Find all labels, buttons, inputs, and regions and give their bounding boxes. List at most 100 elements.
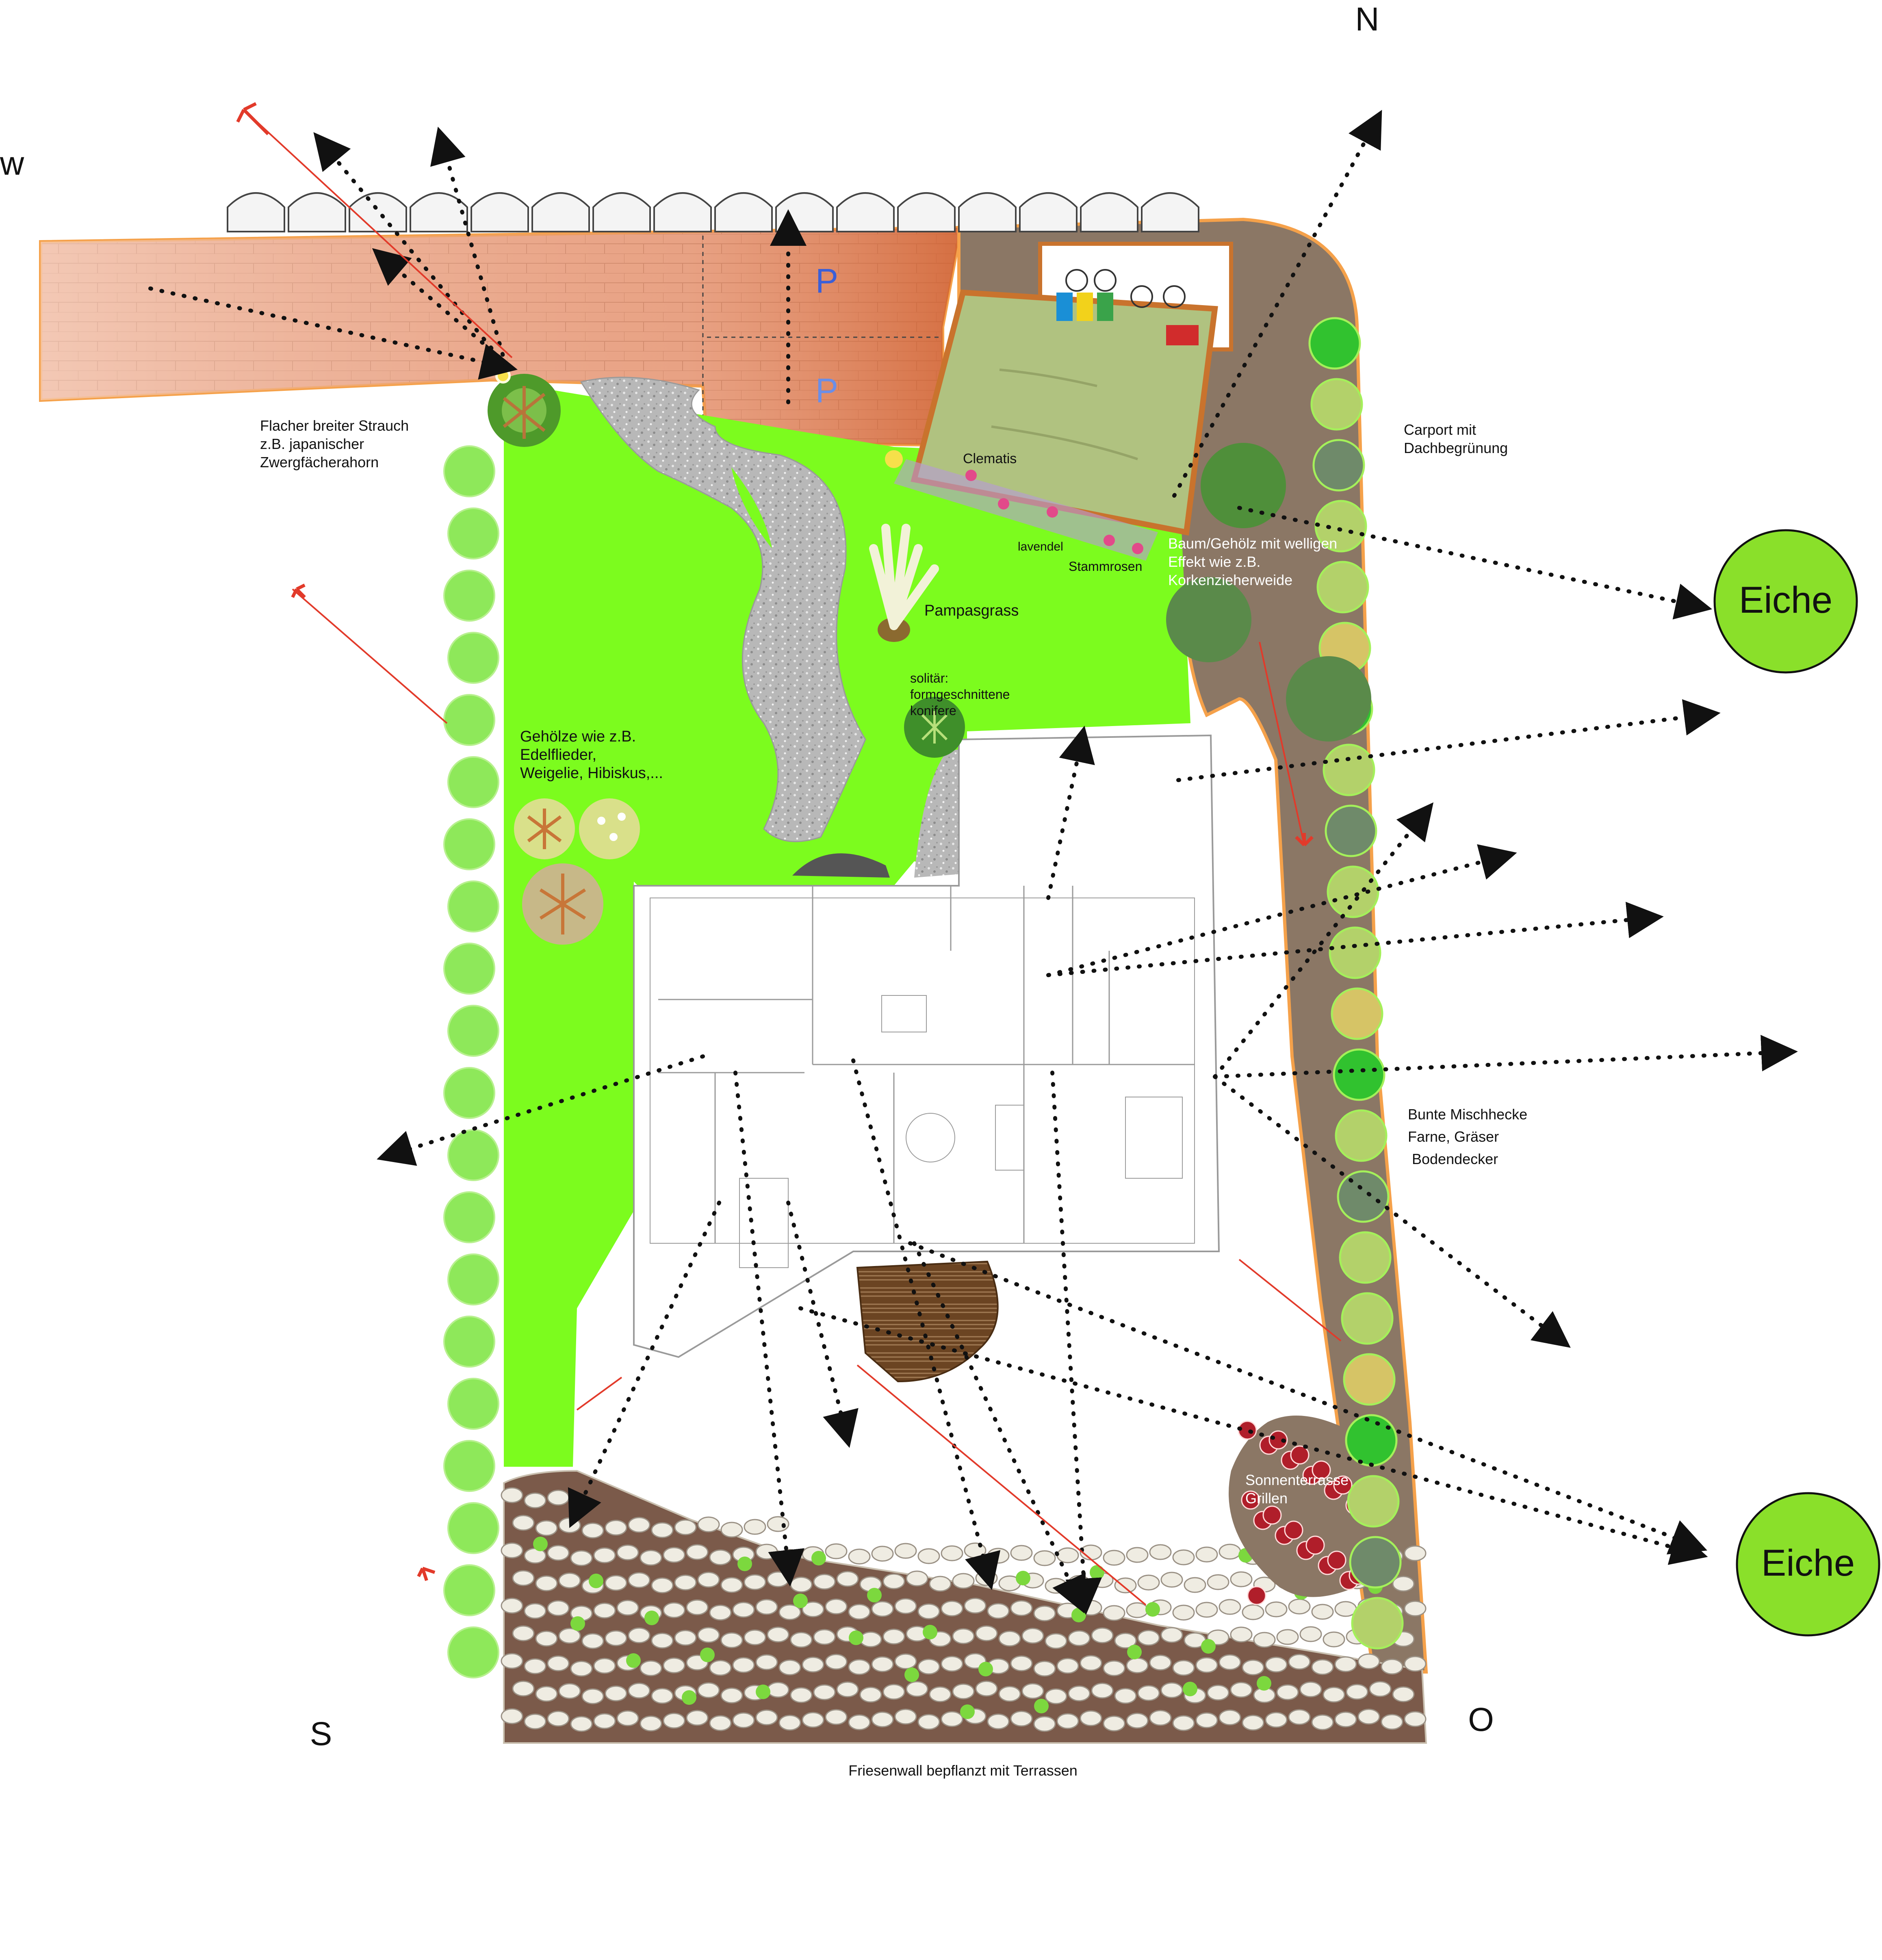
field-stone	[1137, 1574, 1160, 1591]
hedge-bush	[443, 1564, 495, 1616]
field-stone	[941, 1600, 963, 1617]
field-stone	[686, 1710, 709, 1726]
field-stone	[802, 1656, 824, 1673]
field-stone	[987, 1603, 1010, 1619]
field-stone	[882, 1573, 905, 1589]
view-line	[1213, 1075, 1571, 1348]
field-stone	[1230, 1626, 1253, 1643]
field-stone	[1207, 1685, 1229, 1701]
field-stone	[790, 1687, 813, 1703]
view-line	[1046, 725, 1095, 900]
field-stone	[848, 1659, 871, 1675]
field-stone	[501, 1487, 523, 1503]
field-stone	[1033, 1716, 1056, 1732]
field-stone	[558, 1683, 581, 1699]
field-stone	[524, 1603, 546, 1619]
view-line	[1172, 110, 1382, 498]
hedge-bush	[447, 1005, 499, 1057]
field-stone	[825, 1709, 848, 1725]
field-stone	[894, 1653, 917, 1669]
fence-panel	[1080, 192, 1138, 232]
view-line	[908, 1241, 1707, 1555]
field-stone	[720, 1687, 743, 1704]
soil-bed-east	[957, 217, 1428, 1674]
view-line	[313, 132, 508, 368]
ground-plant	[1016, 1571, 1030, 1585]
view-line	[1176, 699, 1721, 782]
fence-panel	[288, 192, 346, 232]
field-stone	[709, 1660, 732, 1676]
field-stone	[501, 1708, 523, 1724]
rose-bush	[1247, 1586, 1266, 1605]
field-stone	[512, 1515, 535, 1531]
ground-plant	[1257, 1676, 1271, 1691]
svg-text:Korkenzieherweide: Korkenzieherweide	[1168, 572, 1292, 588]
sun-terrace	[1229, 1416, 1365, 1597]
hedge-bush	[1325, 804, 1377, 857]
field-stone	[697, 1627, 720, 1643]
field-stone	[524, 1492, 546, 1509]
field-stone	[593, 1547, 616, 1563]
field-stone	[1056, 1658, 1079, 1674]
field-stone	[882, 1628, 905, 1645]
field-stone	[1219, 1654, 1241, 1670]
ground-plant	[904, 1667, 919, 1682]
hedge-bush	[1323, 744, 1375, 796]
field-stone	[744, 1629, 766, 1646]
field-stone	[628, 1627, 650, 1643]
field-stone	[651, 1633, 674, 1649]
field-stone	[952, 1628, 975, 1644]
field-stone	[674, 1630, 697, 1646]
field-stone	[744, 1574, 766, 1590]
field-stone	[1033, 1661, 1056, 1677]
field-stone	[732, 1712, 755, 1728]
fence-north	[227, 192, 1199, 232]
field-stone	[686, 1544, 709, 1560]
field-stone	[1045, 1688, 1067, 1704]
woody-shrubs	[514, 798, 640, 945]
field-stone	[512, 1625, 535, 1641]
field-stone	[663, 1547, 685, 1563]
field-stone	[906, 1570, 928, 1587]
field-stone	[570, 1716, 593, 1732]
ground-plant	[570, 1616, 585, 1631]
svg-text:formgeschnittene: formgeschnittene	[910, 687, 1010, 702]
label-clematis: Clematis	[963, 451, 1017, 466]
view-line	[733, 1071, 804, 1587]
ground-plant	[700, 1648, 715, 1662]
field-stone	[605, 1520, 627, 1536]
field-stone	[593, 1602, 616, 1619]
svg-text:Dachbegrünung: Dachbegrünung	[1404, 440, 1508, 456]
field-stone	[1253, 1632, 1276, 1648]
field-stone	[651, 1522, 674, 1538]
field-stone	[501, 1598, 523, 1614]
field-stone	[755, 1544, 778, 1560]
hedge-bush	[447, 880, 499, 932]
field-stone	[1068, 1685, 1091, 1702]
field-stone	[802, 1601, 824, 1617]
field-stone	[686, 1599, 709, 1615]
field-stone	[720, 1577, 743, 1593]
field-stone	[547, 1545, 570, 1561]
field-stone	[1288, 1598, 1311, 1615]
field-stone	[558, 1628, 581, 1644]
rose-cluster	[1238, 1420, 1368, 1605]
field-stone	[836, 1681, 859, 1698]
svg-text:solitär:: solitär:	[910, 671, 948, 685]
field-stone	[778, 1659, 801, 1676]
oak-tree-bottom: Eiche	[1736, 1492, 1880, 1637]
field-stone	[651, 1577, 674, 1594]
ground-plant	[793, 1594, 808, 1608]
hedge-bush	[447, 1253, 499, 1305]
field-stone	[1080, 1710, 1102, 1726]
field-stone	[964, 1598, 987, 1614]
view-line	[1050, 1071, 1102, 1615]
field-stone	[535, 1630, 558, 1647]
field-stone	[535, 1686, 558, 1702]
field-stone	[767, 1626, 789, 1643]
field-stone	[674, 1519, 697, 1535]
field-stone	[605, 1685, 627, 1702]
field-stone	[605, 1630, 627, 1646]
svg-text:Baum/Gehölz mit welligen: Baum/Gehölz mit welligen	[1168, 535, 1337, 552]
field-stone	[778, 1549, 801, 1565]
